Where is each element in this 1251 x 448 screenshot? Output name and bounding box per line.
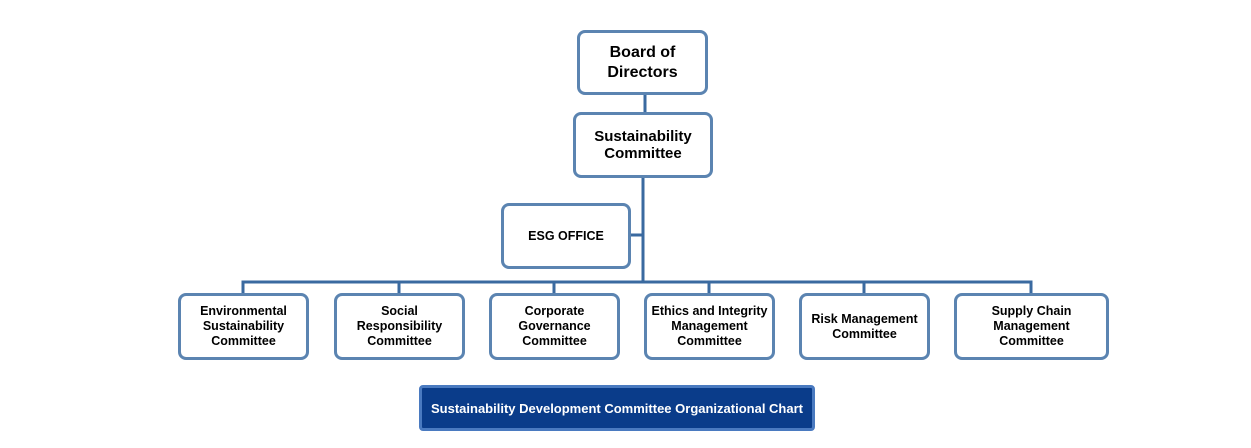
environmental-sustainability-committee-box: Environmental Sustainability Committee [178,293,309,360]
risk-management-committee-box: Risk Management Committee [799,293,930,360]
sustainability-committee-box: Sustainability Committee [573,112,713,178]
ethics-and-integrity-management-committee-box: Ethics and Integrity Management Committe… [644,293,775,360]
board-of-directors-box: Board of Directors [577,30,708,95]
esg-office-box: ESG OFFICE [501,203,631,269]
corporate-governance-committee-box: Corporate Governance Committee [489,293,620,360]
social-responsibility-committee-box: Social Responsibility Committee [334,293,465,360]
chart-caption: Sustainability Development Committee Org… [419,385,815,431]
supply-chain-management-committee-box: Supply Chain Management Committee [954,293,1109,360]
